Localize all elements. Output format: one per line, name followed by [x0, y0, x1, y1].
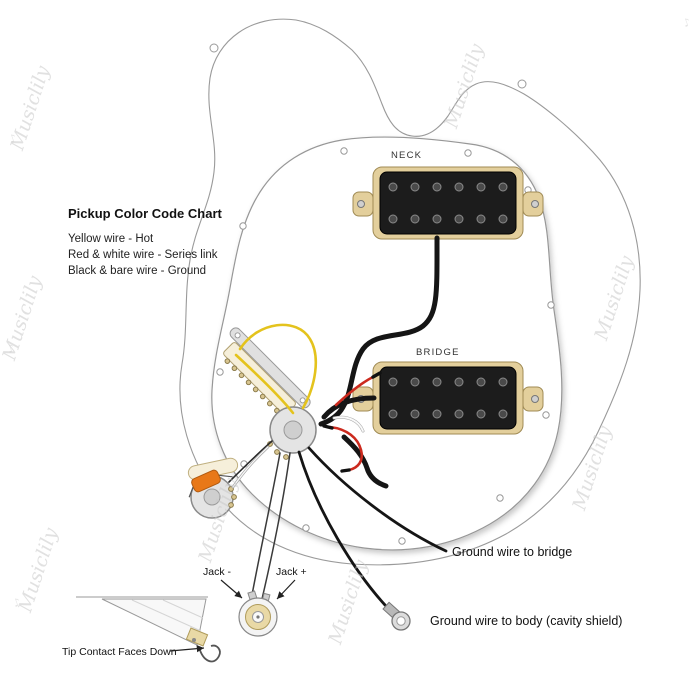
jack-plate-side-view	[76, 596, 221, 663]
tip-contact-label: Tip Contact Faces Down	[62, 646, 177, 658]
neck-pickup-screw	[531, 200, 539, 208]
ground-body-label: Ground wire to body (cavity shield)	[430, 614, 622, 628]
tone-pot	[187, 457, 239, 519]
bridge-pickup-label: BRIDGE	[416, 347, 460, 358]
watermark-text: Musiclily	[324, 557, 372, 648]
bridge-pole-pieces	[388, 377, 508, 419]
red-wire-heatshrink	[371, 371, 382, 379]
watermark-glyph-icon: ♪	[5, 341, 16, 356]
jack-wire-negative	[251, 452, 281, 596]
legend-line-hot: Yellow wire - Hot	[68, 233, 154, 245]
pickguard-screw-holes	[216, 147, 555, 545]
watermark-glyph-icon: ♪	[681, 15, 692, 30]
tip-contact-hook	[198, 644, 221, 663]
tip-contact-arrow	[169, 645, 205, 653]
jack-plate-wedge	[101, 598, 207, 646]
volume-pot-lugs	[267, 441, 289, 460]
jack-plus-label: Jack +	[276, 566, 307, 578]
switch-terminals	[224, 358, 280, 414]
legend-title: Pickup Color Code Chart	[68, 206, 223, 221]
pot-link-wire	[228, 440, 273, 483]
jack-minus-arrow	[220, 579, 243, 599]
watermark-glyph-icon: ♪	[7, 131, 18, 146]
neck-pole-pieces	[388, 182, 508, 224]
watermark-text: Musiclily	[14, 525, 62, 616]
ground-wire-to-bridge	[307, 446, 448, 553]
neck-pickup-bobbins	[379, 171, 517, 235]
bridge-pickup-bobbins	[379, 366, 517, 430]
yellow-hot-wire	[234, 353, 295, 415]
red-wire-heatshrink	[322, 424, 334, 430]
callouts: Jack - Jack + Ground wire to bridge Grou…	[62, 545, 622, 658]
jack-cup	[185, 627, 209, 647]
switch-mounting-plate	[229, 327, 311, 409]
bridge-pickup-cable	[321, 395, 377, 420]
neck-pickup-label: NECK	[391, 150, 422, 161]
capacitor	[188, 469, 233, 498]
jack-center-dot	[256, 615, 260, 619]
ground-bridge-label: Ground wire to bridge	[452, 545, 572, 559]
capacitor-leg	[188, 474, 233, 498]
tone-pot-shaft	[203, 488, 221, 506]
bridge-pickup: BRIDGE	[352, 347, 544, 435]
jack-minus-label: Jack -	[203, 566, 232, 578]
jack-wire-positive	[261, 452, 291, 600]
ground-wire-to-body	[297, 450, 387, 607]
switch-mount-hole	[299, 397, 306, 404]
neck-pickup-cable	[318, 235, 440, 427]
volume-pot-shaft	[283, 420, 303, 440]
legend-line-ground: Black & bare wire - Ground	[68, 265, 206, 277]
ring-terminal	[382, 601, 411, 631]
series-link-junction	[341, 434, 389, 489]
red-wire-heatshrink	[340, 468, 351, 473]
jack-plate-hatch	[131, 599, 204, 632]
white-series-wire	[333, 416, 364, 432]
jack-plus-arrow	[276, 579, 296, 600]
neck-pickup: NECK	[352, 150, 544, 240]
body-screw-hole	[517, 79, 527, 89]
volume-pot	[267, 406, 317, 460]
neck-pickup-screw	[357, 200, 365, 208]
red-series-wire	[334, 375, 375, 407]
red-series-wire	[328, 425, 364, 472]
pot-link-wire-white	[232, 446, 269, 488]
watermark-glyph-icon: ♪	[11, 595, 22, 610]
body-screw-hole	[209, 43, 219, 53]
bridge-pickup-screw	[531, 395, 539, 403]
ring-terminal-hole	[396, 616, 406, 626]
output-jack	[238, 590, 278, 637]
switch-mount-hole	[234, 332, 241, 339]
capacitor-body	[191, 469, 221, 493]
color-code-legend: Pickup Color Code Chart Yellow wire - Ho…	[68, 206, 223, 277]
jack-cup-screw	[192, 638, 196, 642]
yellow-hot-wire	[238, 323, 318, 410]
wiring	[228, 235, 448, 607]
legend-line-series: Red & white wire - Series link	[68, 249, 218, 261]
